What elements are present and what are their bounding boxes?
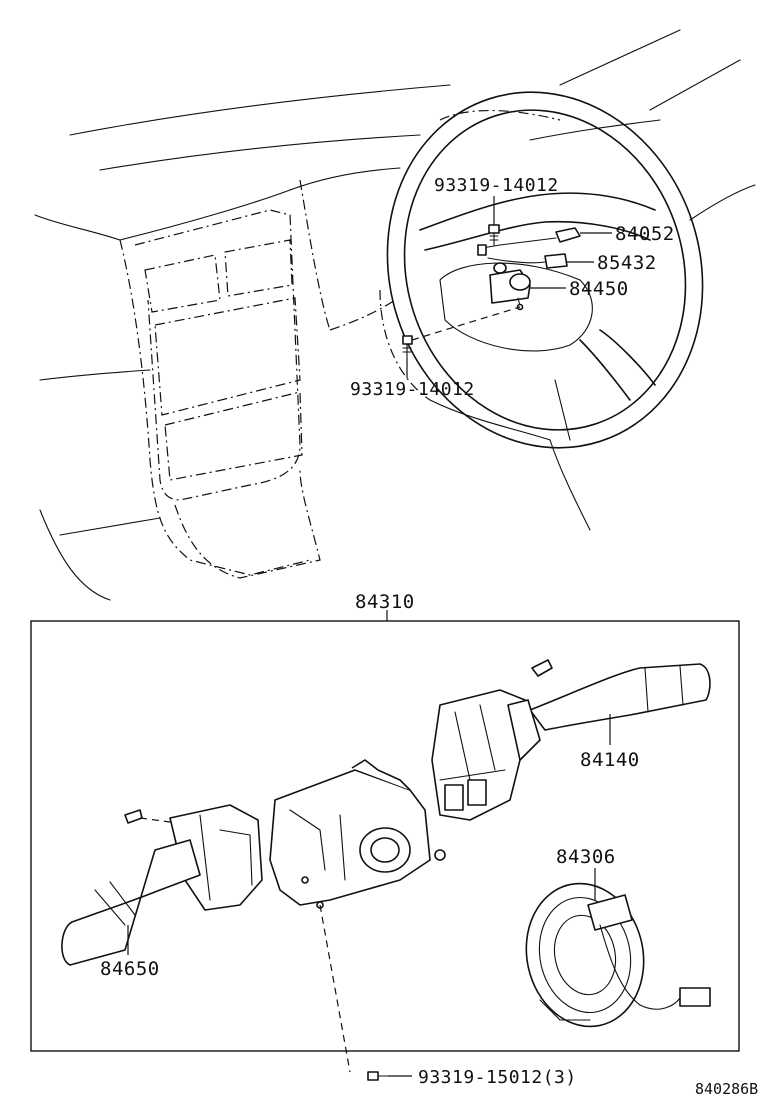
wire-85432-icon bbox=[487, 253, 568, 269]
label-84450: 84450 bbox=[569, 278, 629, 300]
screw-lower-icon bbox=[402, 335, 413, 359]
label-84140: 84140 bbox=[580, 749, 640, 771]
column-bracket-icon bbox=[269, 759, 446, 909]
wiper-switch-icon bbox=[431, 659, 711, 821]
screw-bottom-icon bbox=[367, 1071, 389, 1081]
label-84052: 84052 bbox=[615, 223, 675, 245]
spiral-cable-icon bbox=[525, 882, 711, 1028]
switch-84450-icon bbox=[489, 262, 531, 311]
label-screw-bottom: 93319-15012(3) bbox=[418, 1067, 577, 1088]
light-switch-icon bbox=[61, 804, 263, 966]
figure-reference: 840286B bbox=[695, 1080, 758, 1098]
dashboard-illustration bbox=[34, 29, 756, 601]
label-screw-lower: 93319-14012 bbox=[350, 379, 475, 400]
screw-upper-icon bbox=[488, 224, 500, 246]
label-84650: 84650 bbox=[100, 958, 160, 980]
switch-84052-icon bbox=[477, 227, 581, 256]
steering-wheel bbox=[386, 91, 704, 449]
label-84310: 84310 bbox=[355, 591, 415, 613]
label-85432: 85432 bbox=[597, 252, 657, 274]
assembly-box bbox=[30, 620, 740, 1052]
label-screw-upper: 93319-14012 bbox=[434, 175, 559, 196]
label-84306: 84306 bbox=[556, 846, 616, 868]
hub-parts bbox=[402, 224, 581, 359]
